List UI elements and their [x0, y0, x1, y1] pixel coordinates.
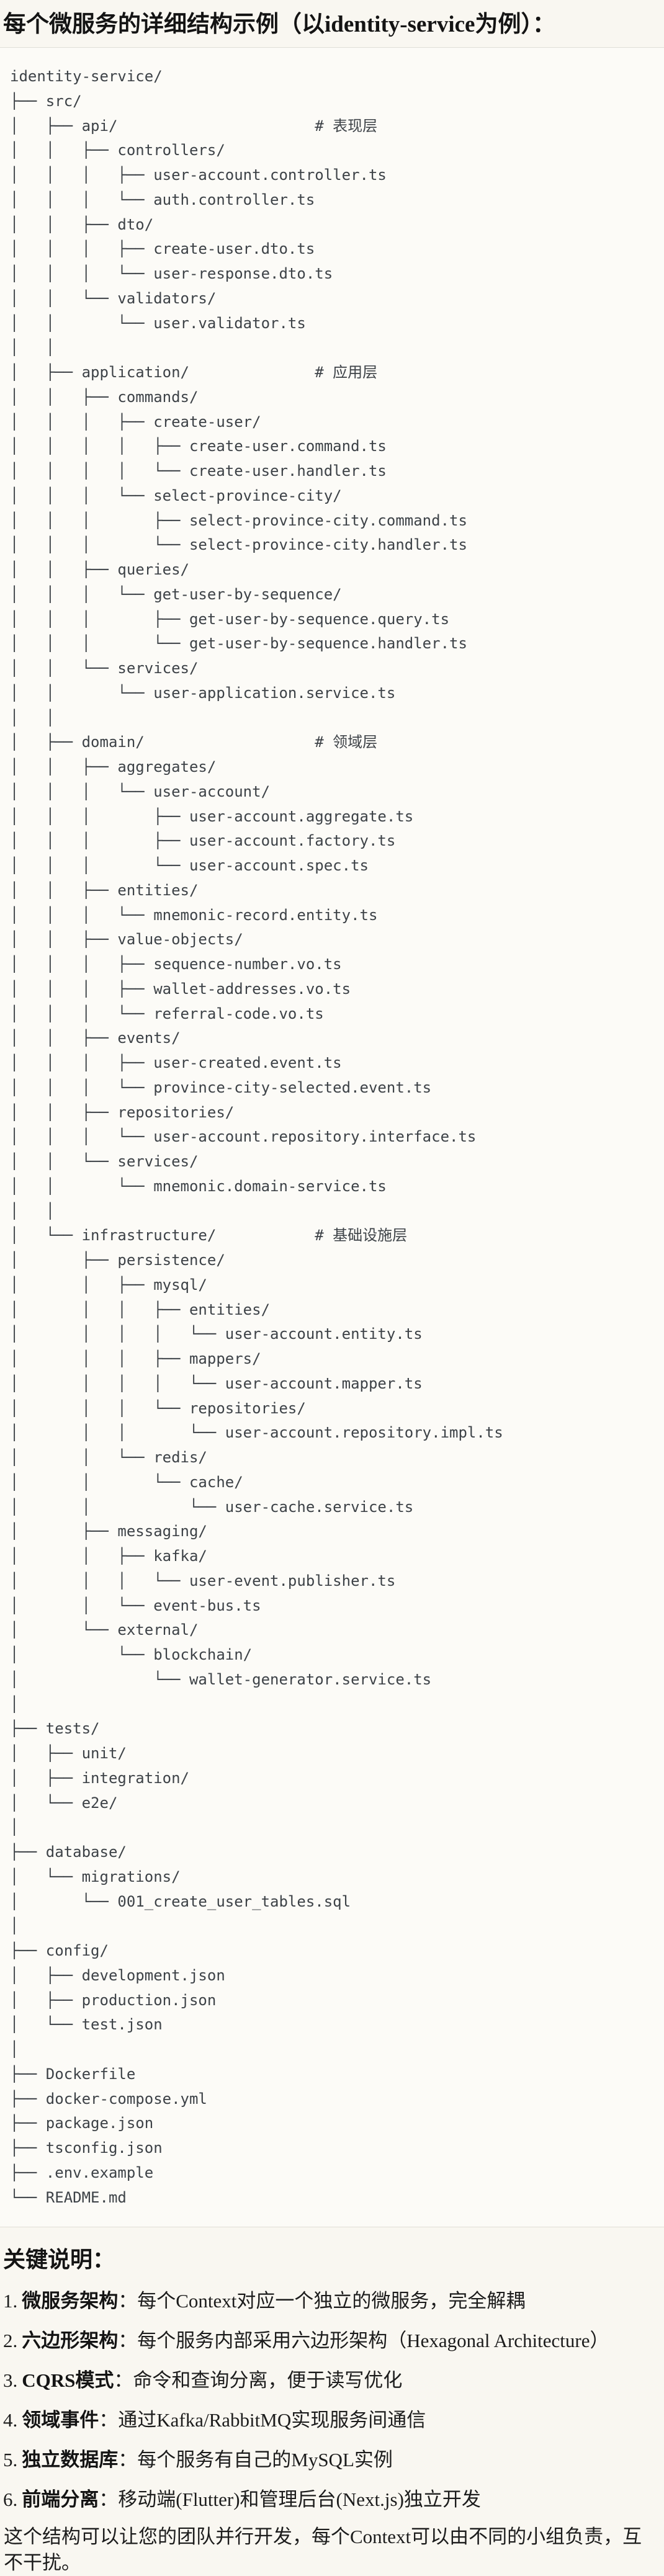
note-number: 2.: [3, 2330, 18, 2352]
note-text: ：命令和查询分离，便于读写优化: [114, 2369, 403, 2392]
note-text: ：每个服务内部采用六边形架构（Hexagonal Architecture）: [118, 2330, 609, 2352]
file-tree: identity-service/ ├── src/ │ ├── api/ # …: [10, 68, 503, 2206]
notes-heading: 关键说明：: [3, 2247, 115, 2273]
note-label: 微服务架构: [22, 2290, 119, 2312]
note-item: 2.六边形架构：每个服务内部采用六边形架构（Hexagonal Architec…: [3, 2328, 658, 2354]
note-label: 前端分离: [22, 2489, 99, 2511]
note-number: 4.: [3, 2409, 18, 2431]
notes-list: 1.微服务架构：每个Context对应一个独立的微服务，完全解耦 2.六边形架构…: [3, 2288, 658, 2513]
closing-paragraph: 这个结构可以让您的团队并行开发，每个Context可以由不同的小组负责，互不干扰…: [4, 2526, 642, 2574]
note-item: 5.独立数据库：每个服务有自己的MySQL实例: [3, 2447, 658, 2473]
notes-section: 关键说明： 1.微服务架构：每个Context对应一个独立的微服务，完全解耦 2…: [0, 2245, 664, 2576]
note-item: 3.CQRS模式：命令和查询分离，便于读写优化: [3, 2368, 658, 2394]
note-text: ：每个Context对应一个独立的微服务，完全解耦: [118, 2290, 526, 2312]
note-text: ：每个服务有自己的MySQL实例: [118, 2449, 393, 2471]
note-number: 6.: [3, 2489, 18, 2511]
note-item: 1.微服务架构：每个Context对应一个独立的微服务，完全解耦: [3, 2288, 658, 2314]
note-label: 六边形架构: [22, 2330, 119, 2352]
note-label: CQRS模式: [22, 2369, 114, 2392]
page-title: 每个微服务的详细结构示例（以identity-service为例）：: [3, 12, 555, 37]
note-text: ：移动端(Flutter)和管理后台(Next.js)独立开发: [99, 2489, 481, 2511]
note-item: 4.领域事件：通过Kafka/RabbitMQ实现服务间通信: [3, 2407, 658, 2433]
code-block: identity-service/ ├── src/ │ ├── api/ # …: [0, 47, 664, 2228]
note-label: 领域事件: [22, 2409, 99, 2431]
note-label: 独立数据库: [22, 2449, 119, 2471]
note-number: 3.: [3, 2369, 18, 2392]
note-item: 6.前端分离：移动端(Flutter)和管理后台(Next.js)独立开发: [3, 2487, 658, 2513]
note-number: 5.: [3, 2449, 18, 2471]
note-text: ：通过Kafka/RabbitMQ实现服务间通信: [99, 2409, 426, 2431]
note-number: 1.: [3, 2290, 18, 2312]
